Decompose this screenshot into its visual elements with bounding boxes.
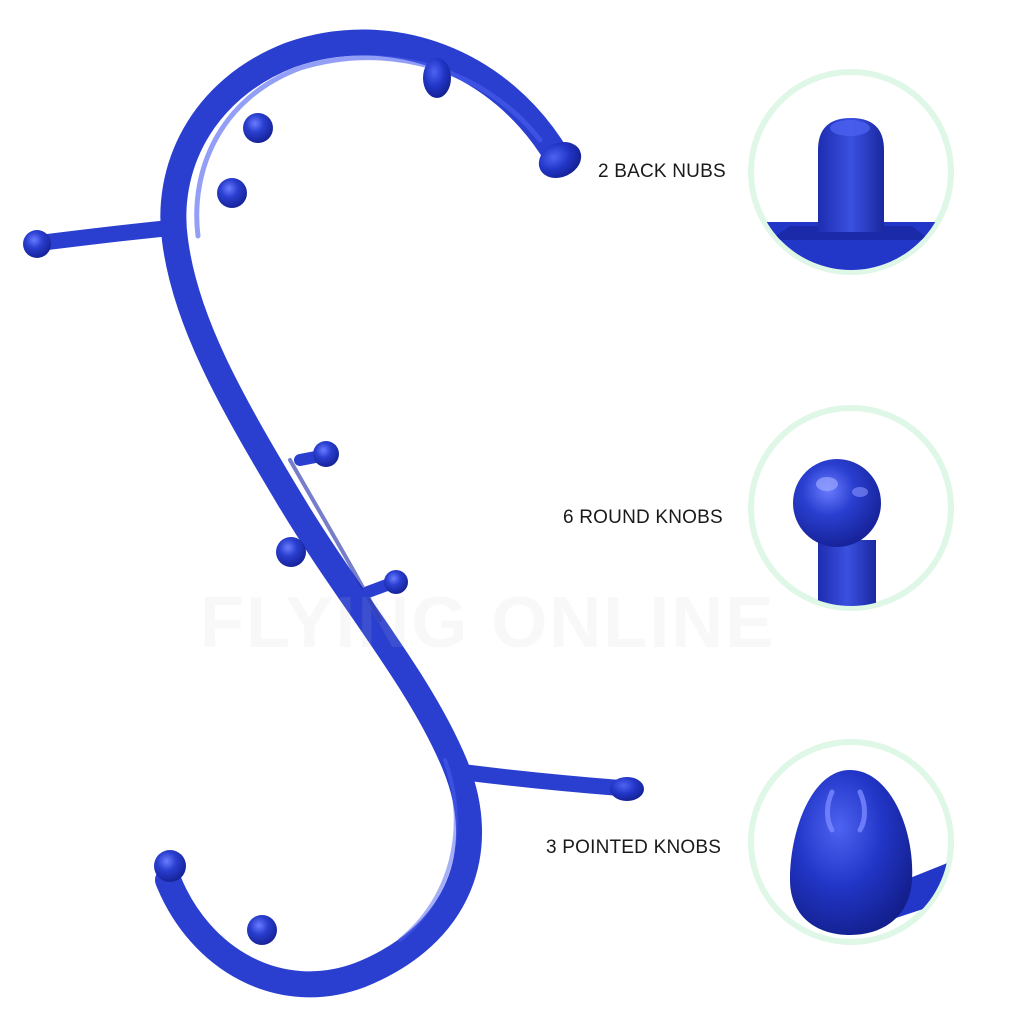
- cane-groove-mid: [288, 458, 382, 622]
- label-pointed-knobs: 3 POINTED KNOBS: [546, 837, 722, 858]
- round-knob-3: [313, 441, 339, 467]
- round-knob-2: [217, 178, 247, 208]
- hook-tip-top: [538, 142, 582, 178]
- back-nub-icon: [818, 118, 884, 232]
- cane-groove-low: [398, 758, 458, 942]
- pointed-knob-bottom: [154, 850, 186, 882]
- round-knob-1: [243, 113, 273, 143]
- closeup-round-knobs: [748, 405, 954, 611]
- pointed-knob-icon: [790, 770, 913, 935]
- label-round-knobs: 6 ROUND KNOBS: [563, 507, 723, 528]
- round-knob-icon: [793, 459, 881, 547]
- watermark-text: FLYING ONLINE: [200, 583, 776, 663]
- left-arm: [32, 220, 178, 251]
- right-arm: [454, 764, 628, 796]
- round-knob-5: [384, 570, 408, 594]
- round-knob-4: [276, 537, 306, 567]
- closeup-pointed-knobs: [748, 739, 954, 945]
- cane-body: [155, 29, 571, 998]
- label-back-nubs: 2 BACK NUBS: [598, 161, 726, 182]
- massage-cane: [23, 29, 644, 998]
- right-arm-point: [610, 777, 644, 801]
- round-knob-6: [247, 915, 277, 945]
- pointed-knob-top: [423, 58, 451, 98]
- cane-groove: [194, 55, 543, 239]
- left-arm-knob: [23, 230, 51, 258]
- closeup-back-nubs: [748, 69, 954, 275]
